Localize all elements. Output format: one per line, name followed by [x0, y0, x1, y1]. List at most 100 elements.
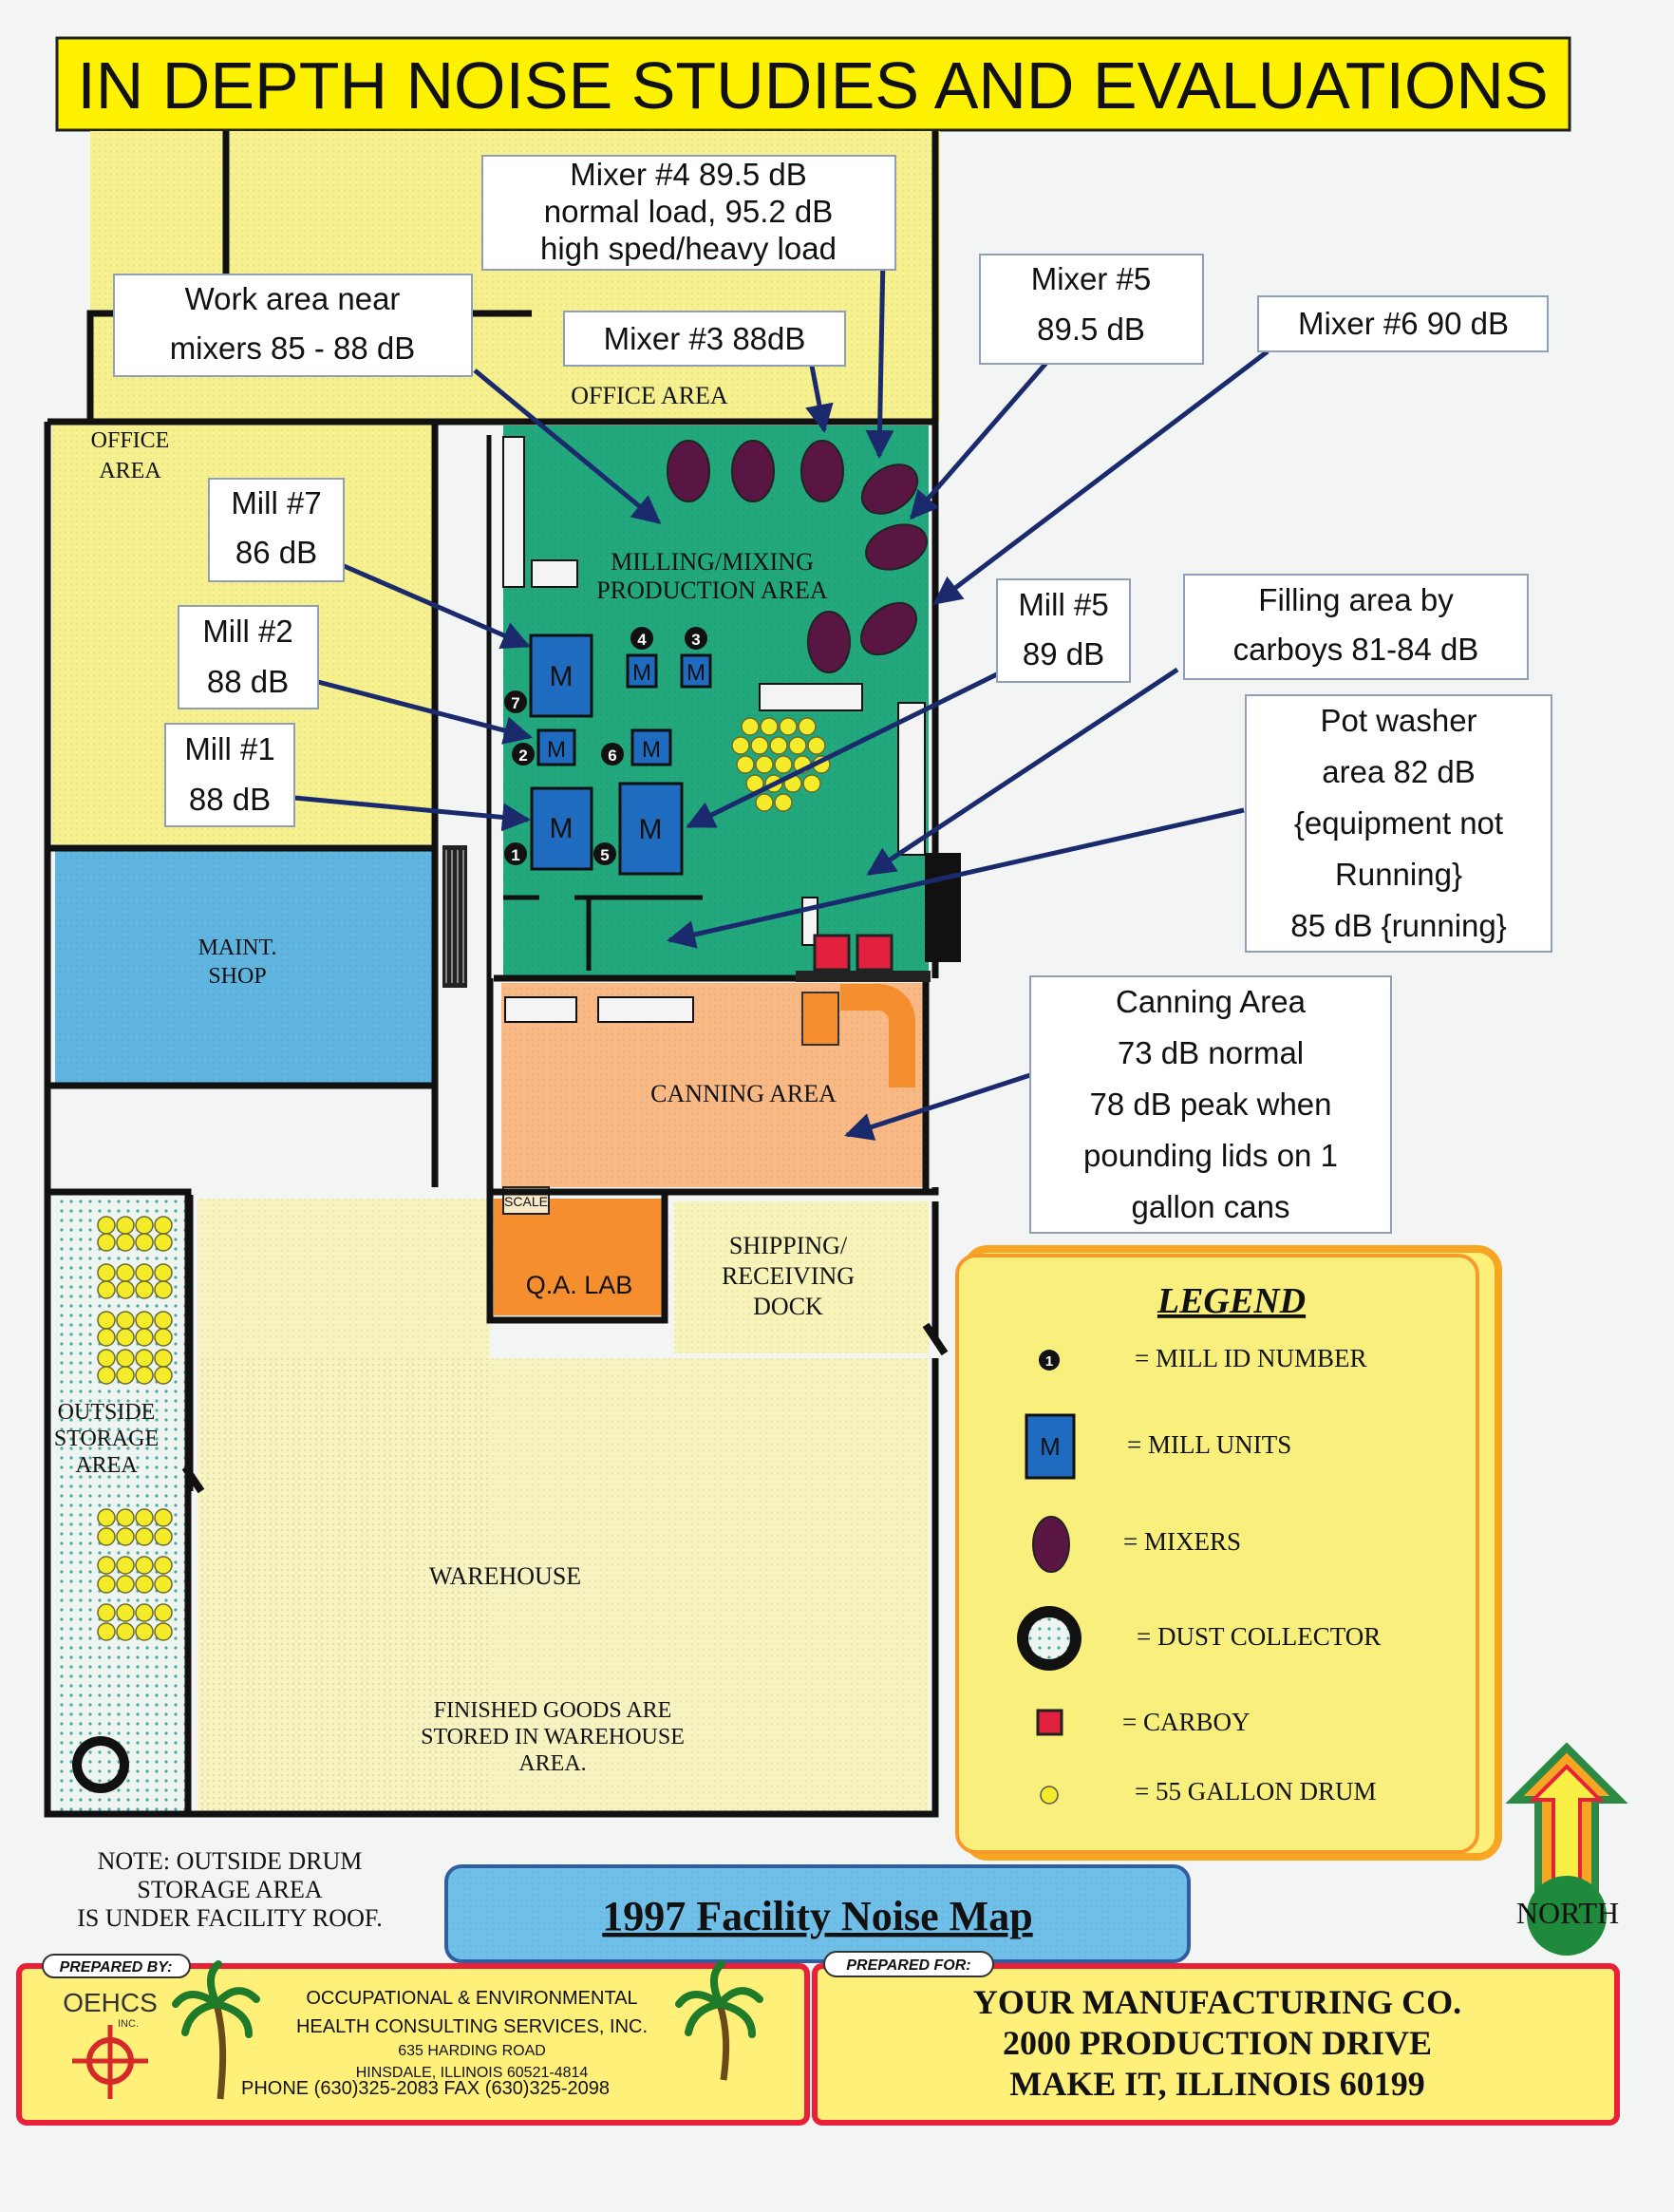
legend-dust-collector: = DUST COLLECTOR — [1137, 1622, 1381, 1651]
svg-text:NOTE: OUTSIDE DRUM: NOTE: OUTSIDE DRUM — [98, 1847, 363, 1875]
drum — [97, 1233, 116, 1252]
qa-lab — [494, 1199, 665, 1315]
drum — [135, 1263, 154, 1282]
finished-goods-2: STORED IN WAREHOUSE — [421, 1725, 685, 1749]
legend-carboy: = CARBOY — [1122, 1708, 1251, 1736]
svg-text:area 82 dB: area 82 dB — [1322, 754, 1475, 789]
drum — [741, 717, 760, 736]
office-left-label-2: AREA — [99, 459, 161, 483]
drum — [116, 1556, 135, 1575]
drum — [154, 1280, 173, 1299]
callout-mixer5: Mixer #5 89.5 dB — [979, 254, 1204, 365]
drum — [760, 717, 779, 736]
drum — [755, 755, 774, 774]
drum — [135, 1311, 154, 1330]
legend-mill-id: = MILL ID NUMBER — [1135, 1344, 1366, 1372]
drum — [135, 1349, 154, 1368]
office-left-label-1: OFFICE — [91, 428, 170, 453]
callout-work-area: Work area near mixers 85 - 88 dB — [113, 274, 473, 377]
drum — [116, 1366, 135, 1385]
drum — [802, 774, 821, 793]
finished-goods-3: AREA. — [518, 1751, 586, 1776]
drum — [774, 793, 793, 812]
maint-shop: MAINT. SHOP — [55, 845, 467, 1086]
office-area-top-label: OFFICE AREA — [571, 382, 728, 409]
drum — [807, 736, 826, 755]
mill-unit-2: M — [536, 728, 576, 766]
svg-text:STORAGE AREA: STORAGE AREA — [137, 1876, 322, 1903]
svg-text:Mill #7: Mill #7 — [231, 485, 321, 520]
oehcs-logo-sub: INC. — [118, 2018, 139, 2030]
drum — [154, 1603, 173, 1622]
maint-label-2: SHOP — [208, 964, 266, 989]
callout-filling: Filling area by carboys 81-84 dB — [1183, 574, 1529, 680]
svg-text:high sped/heavy load: high sped/heavy load — [540, 231, 837, 266]
svg-text:6: 6 — [608, 747, 616, 765]
svg-text:88 dB: 88 dB — [189, 782, 271, 817]
legend-symbol-mill-unit: M — [1040, 1432, 1061, 1461]
drum — [731, 736, 750, 755]
drum — [154, 1527, 173, 1546]
mixer-3 — [800, 440, 844, 502]
svg-text:mixers 85 - 88 dB: mixers 85 - 88 dB — [170, 331, 416, 366]
drum — [97, 1508, 116, 1527]
drum — [135, 1527, 154, 1546]
svg-text:M: M — [639, 814, 663, 845]
svg-text:{equipment not: {equipment not — [1294, 805, 1503, 841]
callout-arrows — [293, 255, 1270, 1141]
drum — [135, 1508, 154, 1527]
drum — [135, 1622, 154, 1641]
drum — [154, 1622, 173, 1641]
svg-text:OCCUPATIONAL & ENVIRONMENTAL: OCCUPATIONAL & ENVIRONMENTAL — [306, 1988, 637, 2009]
callout-mill1: Mill #1 88 dB — [164, 723, 295, 827]
svg-text:Mixer #6 90 dB: Mixer #6 90 dB — [1298, 306, 1509, 341]
svg-text:Mixer #3 88dB: Mixer #3 88dB — [604, 321, 806, 356]
prepared-for-tag: PREPARED FOR: — [846, 1957, 970, 1974]
svg-text:4: 4 — [637, 631, 647, 649]
drum — [135, 1575, 154, 1594]
svg-text:M: M — [687, 660, 705, 686]
drum — [116, 1328, 135, 1347]
svg-text:Mixer #5: Mixer #5 — [1031, 261, 1152, 296]
drum — [135, 1233, 154, 1252]
svg-text:2000 PRODUCTION DRIVE: 2000 PRODUCTION DRIVE — [1003, 2024, 1432, 2062]
svg-text:78 dB peak when: 78 dB peak when — [1089, 1087, 1331, 1122]
legend-mill-units: = MILL UNITS — [1127, 1430, 1291, 1459]
prepared-by-panel: PREPARED BY: OEHCS INC. OCCUPATIONAL & E… — [16, 1954, 810, 2126]
svg-text:normal load, 95.2 dB: normal load, 95.2 dB — [544, 194, 834, 229]
drum — [135, 1556, 154, 1575]
milling-label-2: PRODUCTION AREA — [596, 577, 828, 604]
title-bar — [55, 36, 1571, 132]
legend-drum: = 55 GALLON DRUM — [1135, 1777, 1376, 1806]
mixer-7 — [807, 611, 851, 673]
mill-unit-1: M — [530, 786, 593, 871]
drum — [116, 1527, 135, 1546]
drums-milling — [731, 717, 831, 812]
drum — [97, 1622, 116, 1641]
mixer-4 — [860, 463, 919, 515]
drum — [116, 1575, 135, 1594]
mixer-5 — [865, 523, 928, 571]
drum — [755, 793, 774, 812]
drum — [154, 1556, 173, 1575]
legend-symbol-mill-id: 1 — [1045, 1353, 1053, 1370]
drum — [788, 736, 807, 755]
drum — [97, 1263, 116, 1282]
drum — [736, 755, 755, 774]
svg-text:M: M — [550, 661, 574, 692]
legend-heading: LEGEND — [1157, 1281, 1306, 1321]
drum — [97, 1328, 116, 1347]
carboys — [796, 934, 931, 982]
mill-unit-5: M — [618, 782, 684, 876]
svg-text:85 dB {running}: 85 dB {running} — [1290, 908, 1507, 943]
svg-text:86 dB: 86 dB — [235, 535, 317, 570]
drum — [154, 1366, 173, 1385]
drum — [135, 1328, 154, 1347]
drum — [97, 1280, 116, 1299]
svg-text:HINSDALE, ILLINOIS 60521-4814: HINSDALE, ILLINOIS 60521-4814 — [356, 2065, 589, 2081]
qa-lab-label: Q.A. LAB — [526, 1271, 633, 1299]
svg-text:73 dB normal: 73 dB normal — [1118, 1035, 1304, 1070]
drum — [97, 1603, 116, 1622]
drum — [154, 1311, 173, 1330]
